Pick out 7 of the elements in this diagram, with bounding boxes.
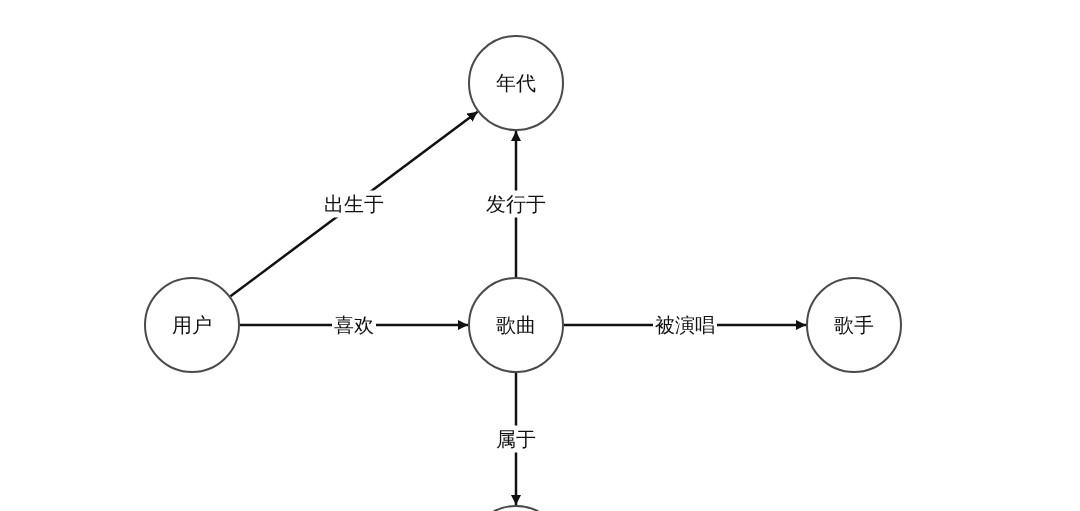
edge-label: 属于 [494,425,538,453]
node-label: 用户 [172,311,212,339]
edge-label: 发行于 [484,190,548,218]
edge-label: 出生于 [322,190,386,218]
node-label: 年代 [496,69,536,97]
node-label: 歌曲 [496,311,536,339]
node-label: 歌手 [834,311,874,339]
